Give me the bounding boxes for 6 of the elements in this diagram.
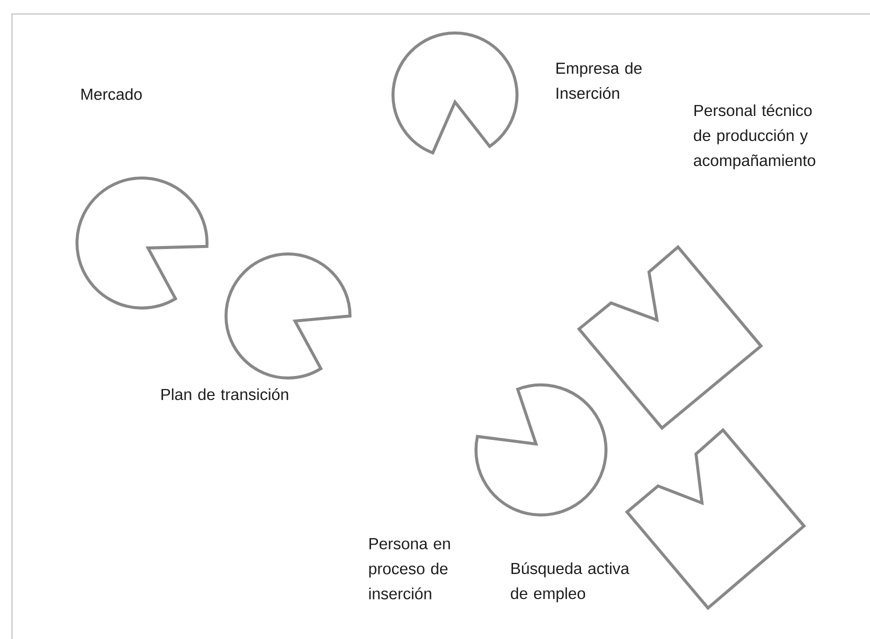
shape-label: Persona en proceso de inserción [369, 538, 450, 600]
shape-label: Plan de transición [162, 388, 288, 400]
shape-label: Personal técnico de producción y acompañamiento [694, 104, 816, 170]
shape-label: Búsqueda activa de empleo [510, 562, 630, 602]
shape-label: Mercado [82, 88, 142, 100]
shape-label: Empresa de Inserción [556, 62, 642, 99]
